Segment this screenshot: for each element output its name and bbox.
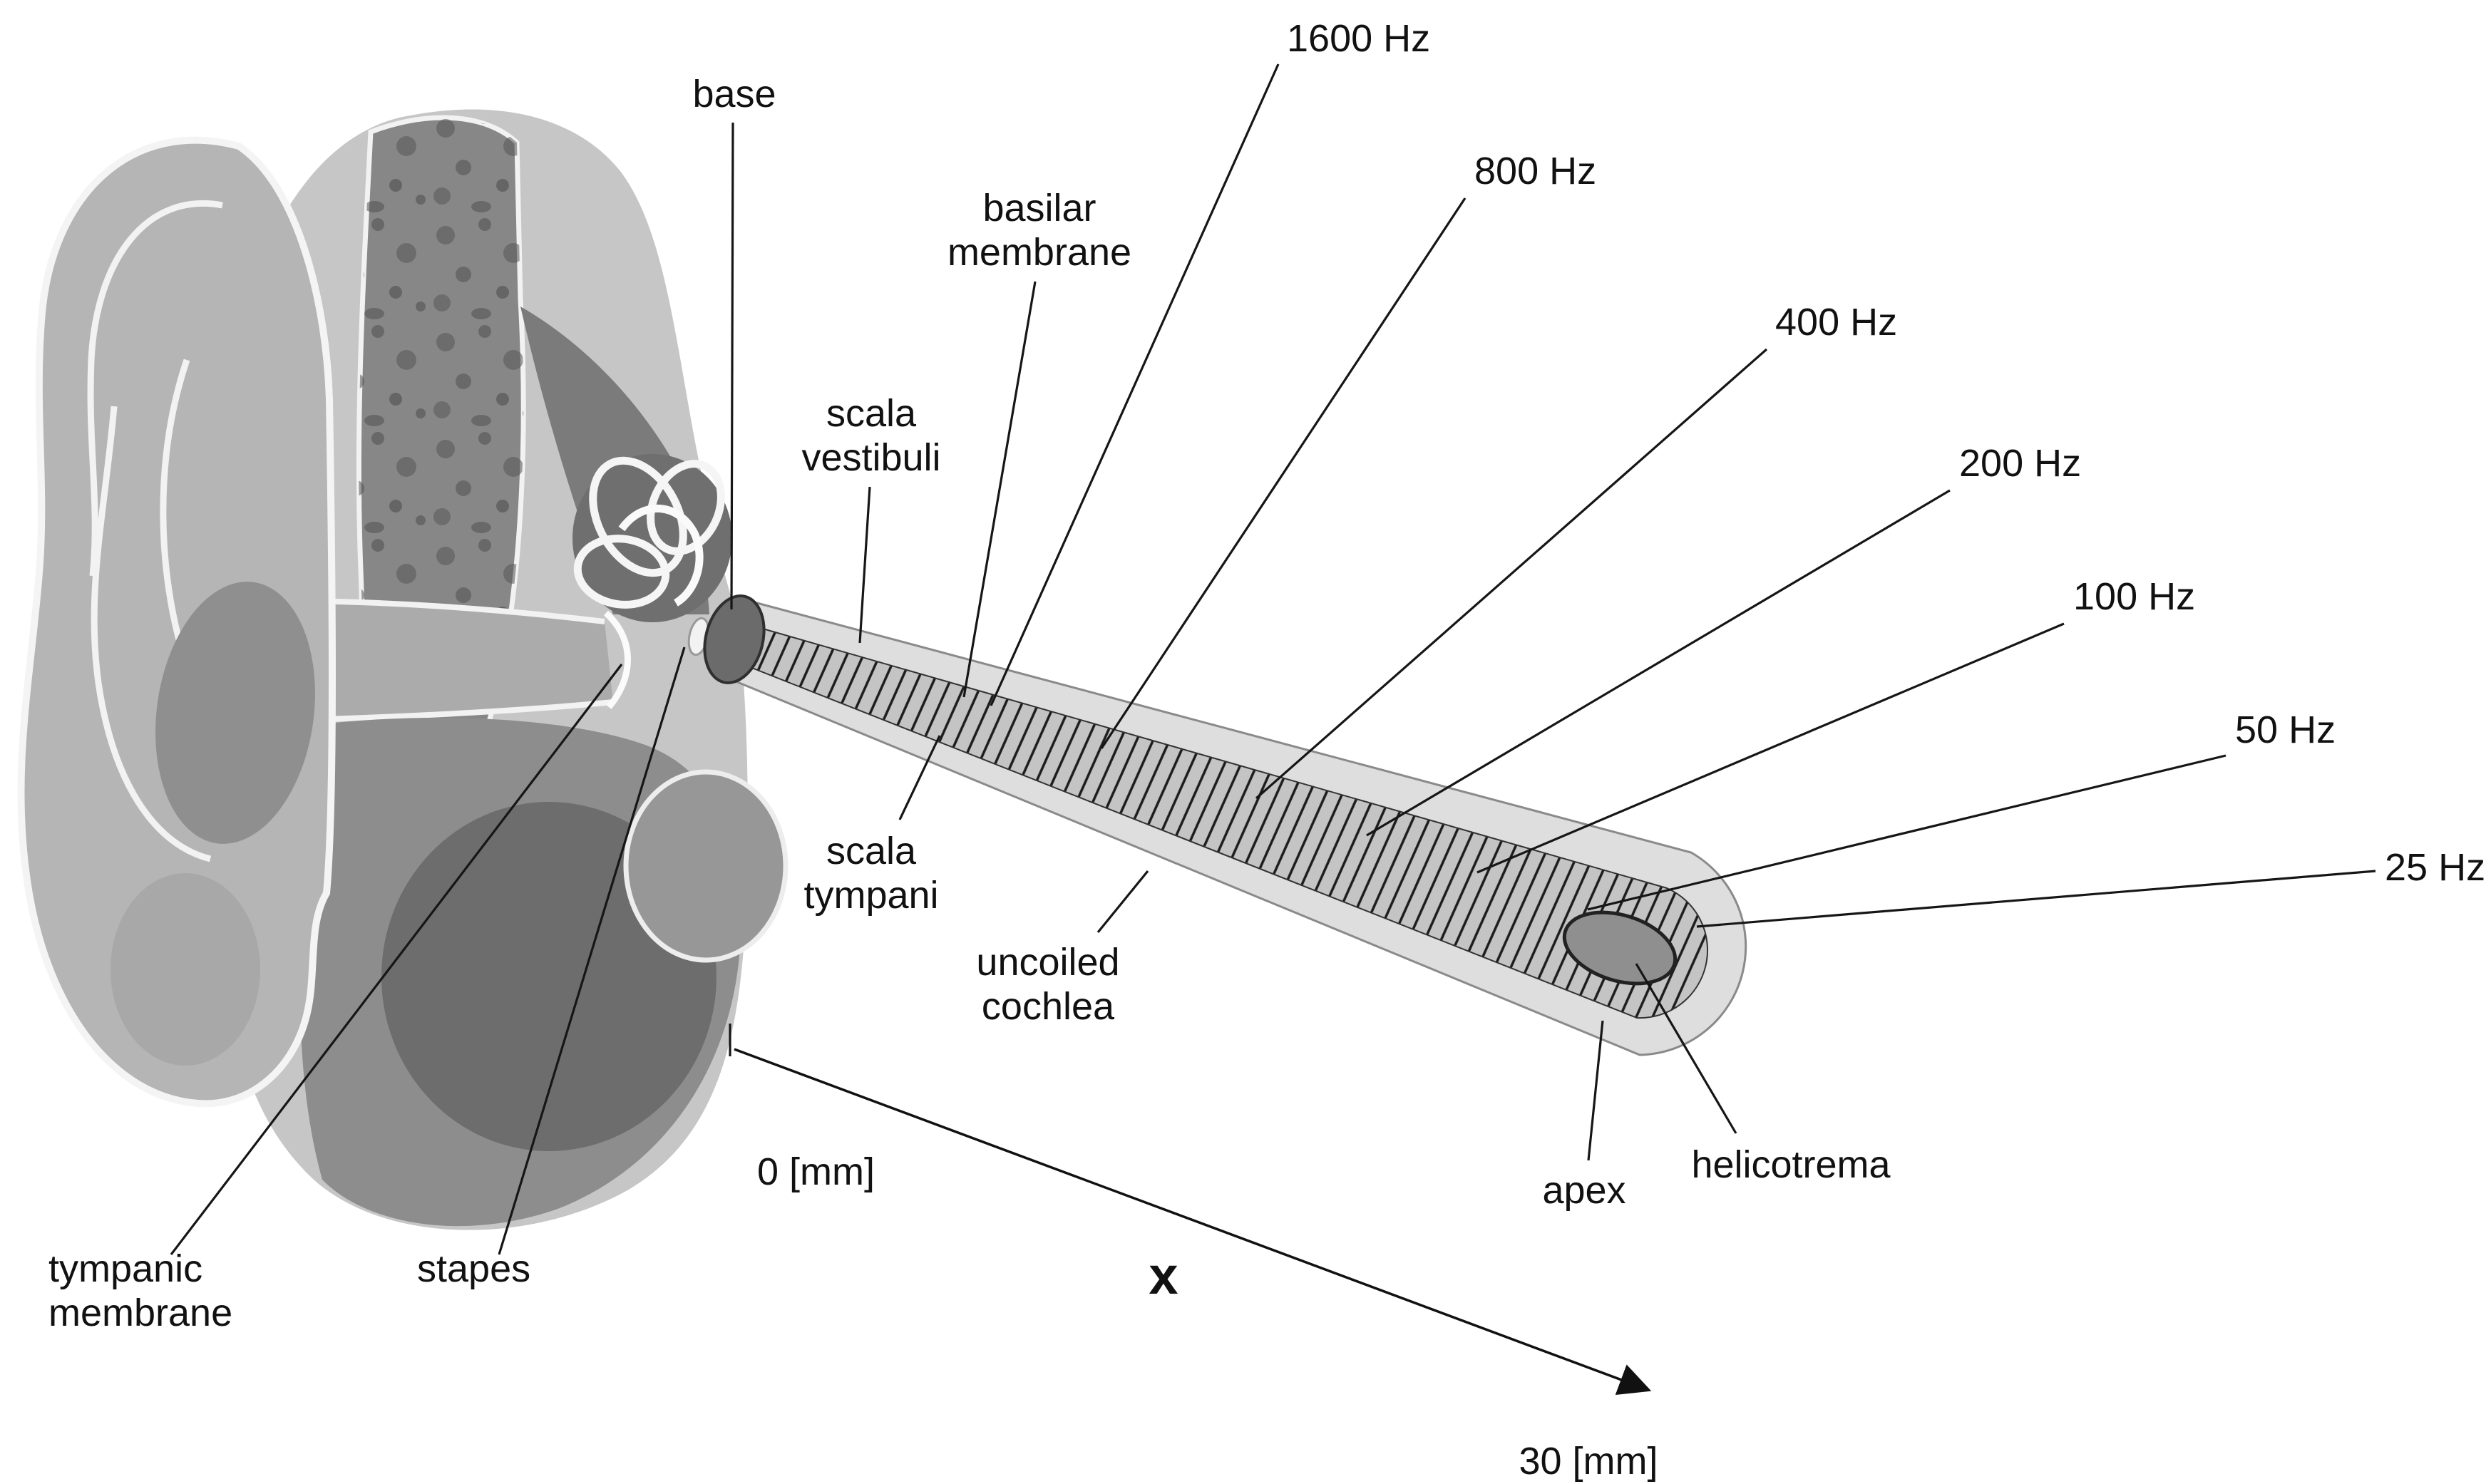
leader-freq-50 (1587, 754, 2226, 911)
inner-ear-bulge (623, 769, 789, 963)
concha (155, 582, 315, 844)
leader-freq-25 (1696, 870, 2376, 928)
leader-scala-tympani (898, 735, 941, 820)
freq-label-25hz: 25 Hz (2385, 846, 2485, 889)
leader-apex (1587, 1020, 1604, 1161)
frequency-labels: 1600 Hz 800 Hz 400 Hz 200 Hz 100 Hz 50 H… (1287, 17, 2485, 889)
earlobe (111, 873, 260, 1066)
basilar-membrane-label-line2: membrane (947, 231, 1131, 274)
uncoiled-cochlea (703, 594, 1747, 1056)
leader-tympanic-membrane (170, 664, 623, 1255)
leader-freq-100 (1476, 622, 2065, 874)
freq-label-1600hz: 1600 Hz (1287, 17, 1430, 60)
uncoiled-cochlea-label-line1: uncoiled (976, 941, 1119, 984)
base-oval (703, 594, 766, 684)
leader-lines (170, 63, 2376, 1255)
freq-label-50hz: 50 Hz (2235, 708, 2336, 751)
freq-label-400hz: 400 Hz (1775, 301, 1897, 344)
helix-fold (87, 200, 223, 577)
helicotrema-label: helicotrema (1691, 1143, 1891, 1186)
scala-tympani-label-line2: tympani (803, 874, 938, 917)
tympanic-membrane-label-line1: tympanic (48, 1247, 202, 1290)
scala-tympani-label-line1: scala (826, 830, 917, 872)
uncoiled-cochlea-label-line2: cochlea (982, 985, 1115, 1028)
leader-freq-400 (1255, 348, 1768, 800)
helicotrema-opening (1562, 910, 1678, 986)
base-label: base (692, 73, 776, 115)
semicircular-canal-2 (647, 460, 725, 555)
leader-stapes (498, 646, 686, 1255)
tympanic-membrane-shape (603, 610, 631, 709)
leader-basilar-membrane (962, 281, 1037, 698)
semicircular-canal-3 (573, 535, 670, 609)
axis-arrow (734, 1048, 1652, 1396)
axis-variable-label: x (1149, 1246, 1178, 1305)
axis-end-label: 30 [mm] (1519, 1440, 1658, 1483)
stapes-label: stapes (417, 1247, 530, 1290)
antihelix-fold (160, 359, 190, 659)
lower-helix-fold (91, 406, 212, 862)
leader-helicotrema (1635, 963, 1737, 1134)
leader-freq-800 (1100, 197, 1467, 749)
leader-scala-vestibuli (858, 486, 871, 644)
leader-base (730, 122, 734, 610)
basilar-membrane-band (742, 622, 1709, 1019)
axis-origin-label: 0 [mm] (757, 1150, 875, 1193)
x-axis: 0 [mm] x 30 [mm] (729, 1024, 1658, 1483)
leader-uncoiled-cochlea (1096, 870, 1149, 934)
tympanic-membrane-label-line2: membrane (48, 1292, 232, 1334)
scala-vestibuli-label-line1: scala (826, 392, 917, 435)
apex-label: apex (1542, 1169, 1625, 1212)
freq-label-800hz: 800 Hz (1474, 150, 1596, 192)
basilar-membrane-label-line1: basilar (982, 187, 1096, 230)
freq-label-200hz: 200 Hz (1959, 442, 2081, 485)
freq-label-100hz: 100 Hz (2073, 575, 2195, 618)
leader-freq-1600 (990, 63, 1280, 706)
ear-anatomy (17, 109, 789, 1230)
part-labels: base basilar membrane scala vestibuli sc… (48, 73, 1891, 1334)
leader-freq-200 (1366, 489, 1951, 837)
scala-vestibuli-label-line2: vestibuli (801, 436, 940, 479)
ossicles (618, 504, 704, 607)
